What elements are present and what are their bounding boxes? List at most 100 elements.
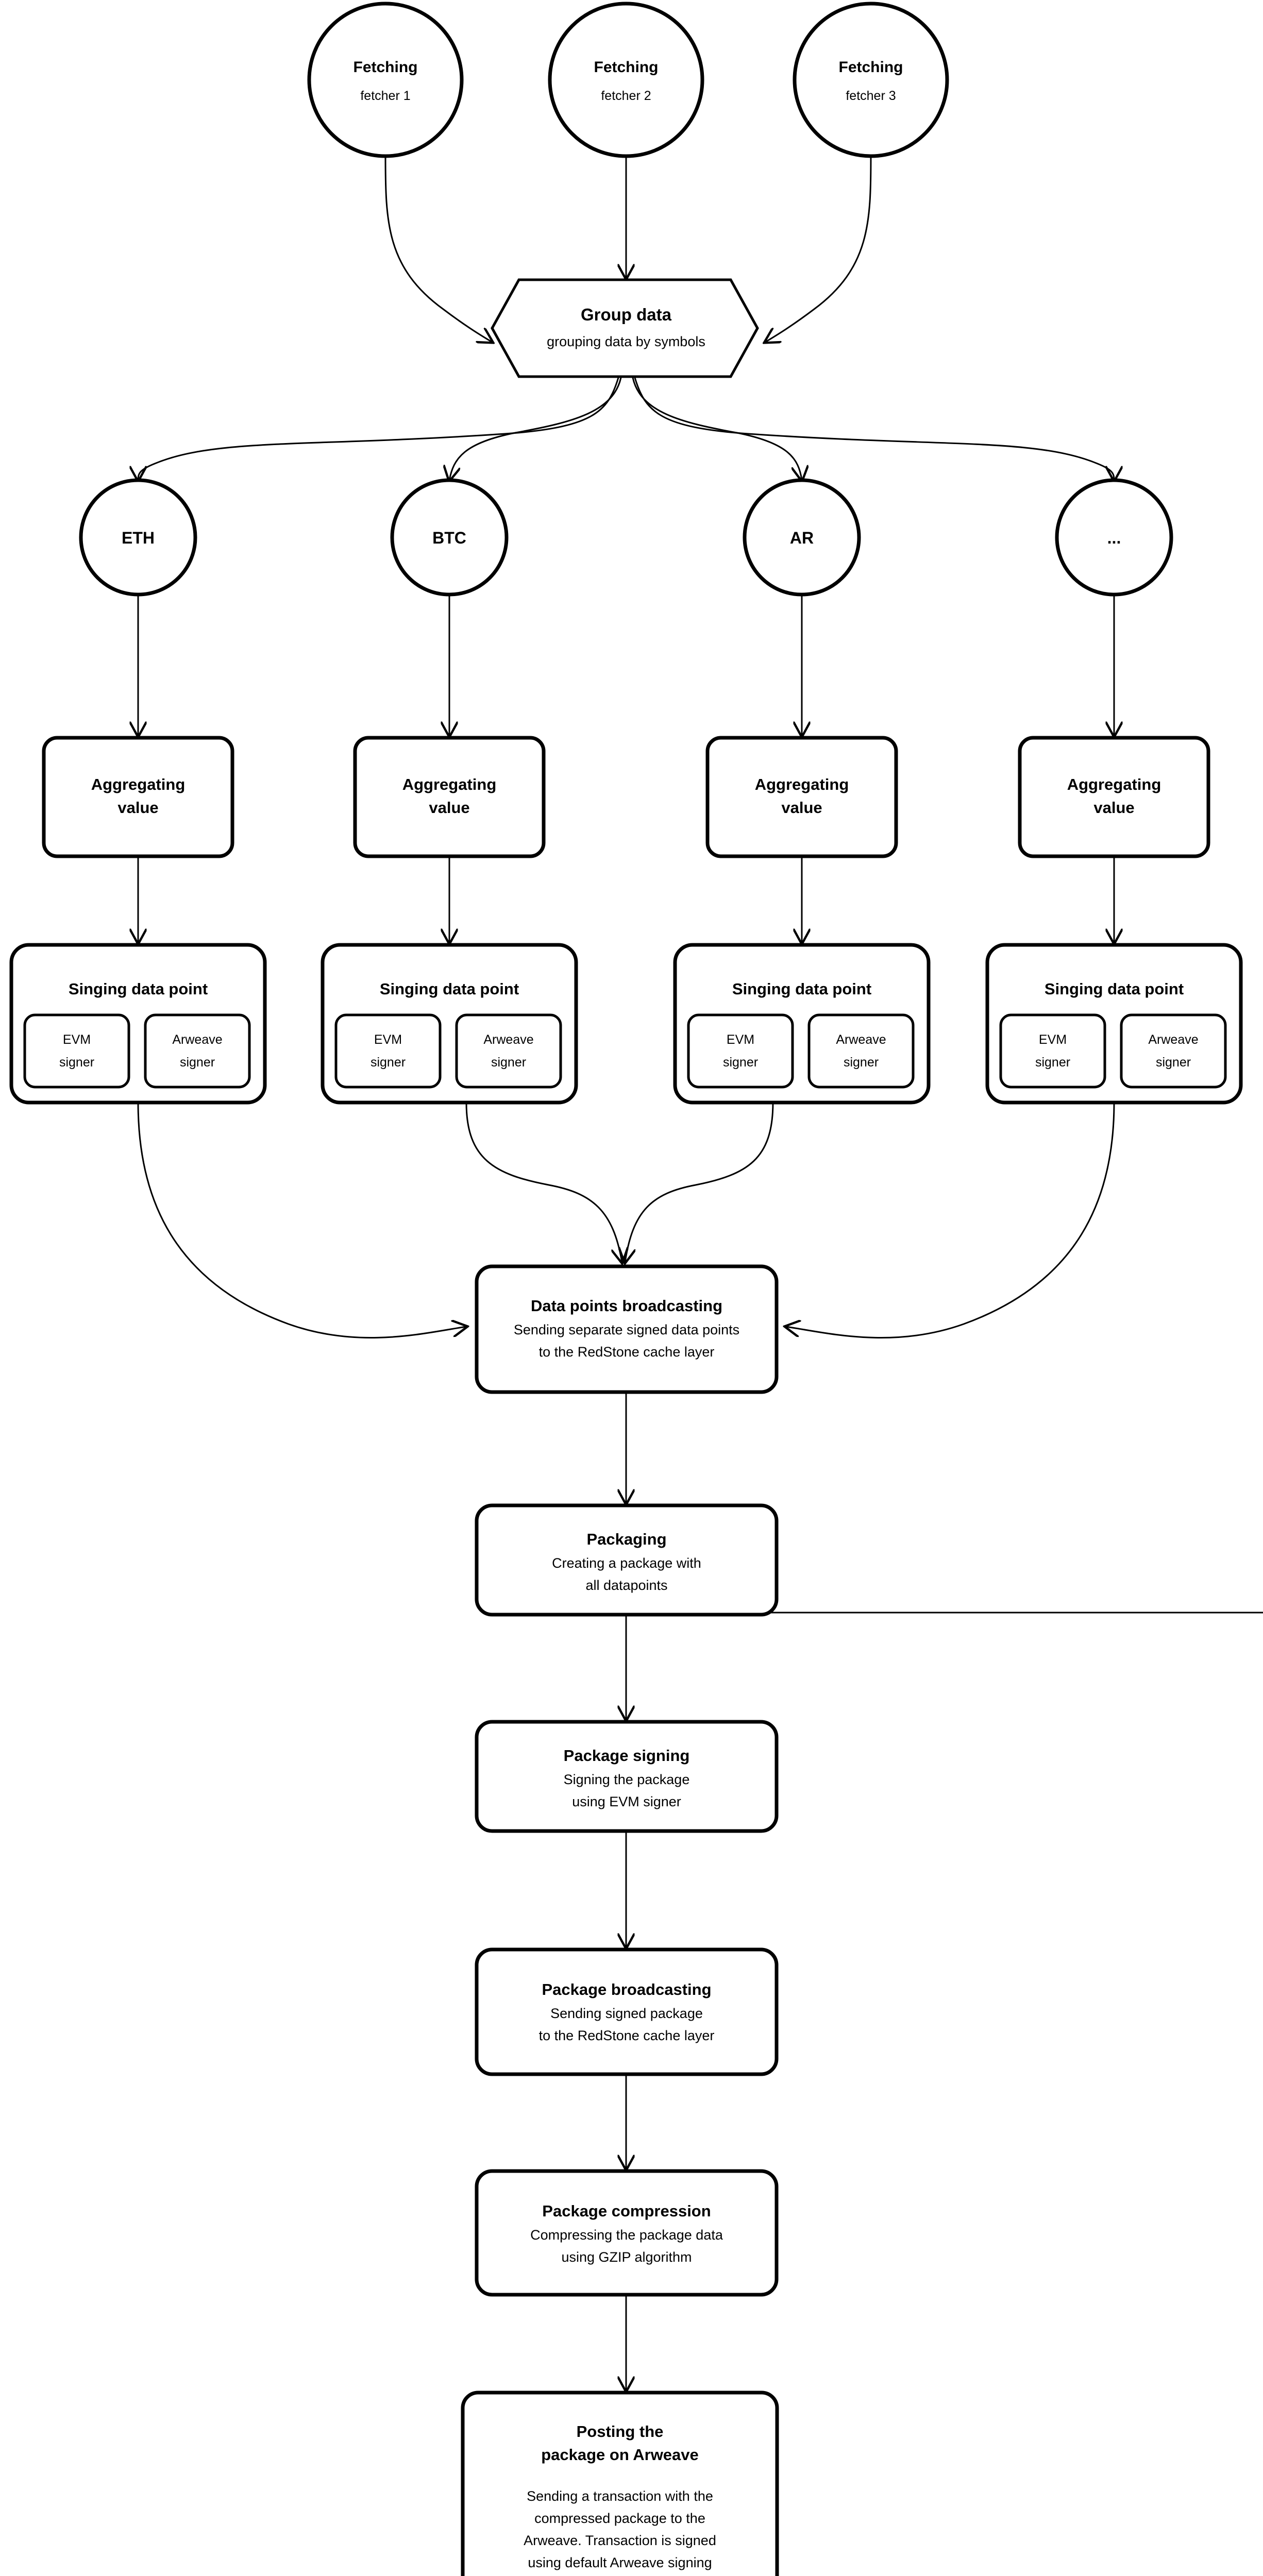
node-fetcher-3[interactable]: Fetching fetcher 3 — [793, 2, 949, 158]
signer-arweave-2-line2: signer — [491, 1055, 526, 1070]
node-package-compression[interactable]: Package compression Compressing the pack… — [475, 2169, 779, 2297]
node-package-broadcasting[interactable]: Package broadcasting Sending signed pack… — [475, 1947, 779, 2076]
node-fetcher-2[interactable]: Fetching fetcher 2 — [548, 2, 704, 158]
signing-1-title: Singing data point — [69, 980, 208, 998]
aggregating-3-line1: Aggregating — [755, 775, 849, 793]
package-compression-title: Package compression — [542, 2202, 711, 2220]
signing-3-title: Singing data point — [732, 980, 871, 998]
node-posting-package-arweave[interactable]: Posting the package on Arweave Sending a… — [461, 2391, 779, 2576]
fetcher-1-subtitle: fetcher 1 — [360, 89, 410, 103]
edge-signing1-broadcast — [137, 1102, 466, 1338]
data-points-broadcasting-subtitle-2: to the RedStone cache layer — [539, 1344, 715, 1360]
package-broadcasting-subtitle-2: to the RedStone cache layer — [539, 2028, 715, 2043]
signer-evm-4-line2: signer — [1035, 1055, 1070, 1070]
node-aggregating-3[interactable]: Aggregating value — [705, 736, 898, 858]
signer-evm-3-line2: signer — [723, 1055, 758, 1070]
packaging-subtitle-1: Creating a package with — [552, 1555, 701, 1571]
node-symbol-ar[interactable]: AR — [743, 478, 861, 597]
signer-evm-4-line1: EVM — [1039, 1032, 1067, 1047]
fetcher-2-subtitle: fetcher 2 — [601, 89, 651, 103]
edge-group-ar — [632, 377, 802, 480]
symbol-ar-label: AR — [790, 529, 814, 547]
signer-arweave-3-line1: Arweave — [836, 1032, 886, 1047]
symbol-btc-label: BTC — [432, 529, 466, 547]
packaging-title: Packaging — [586, 1530, 666, 1548]
edges-fetchers-to-group — [384, 156, 872, 342]
edge-group-other — [634, 377, 1114, 480]
edges-group-to-symbols — [138, 377, 1114, 480]
signer-evm-4[interactable]: EVM signer — [999, 1013, 1106, 1089]
edges-signing-to-broadcast — [137, 1102, 1115, 1338]
data-points-broadcasting-subtitle-1: Sending separate signed data points — [514, 1322, 739, 1337]
posting-subtitle-3: Arweave. Transaction is signed — [524, 2533, 716, 2548]
node-aggregating-1[interactable]: Aggregating value — [42, 736, 234, 858]
fetcher-1-title: Fetching — [353, 59, 418, 76]
signing-2-title: Singing data point — [380, 980, 519, 998]
posting-title-line-2: package on Arweave — [541, 2446, 699, 2464]
signer-evm-2-line2: signer — [371, 1055, 406, 1070]
edge-signing3-broadcast — [625, 1102, 774, 1262]
symbol-other-label: ... — [1107, 529, 1121, 547]
package-broadcasting-subtitle-1: Sending signed package — [550, 2006, 703, 2021]
node-data-points-broadcasting[interactable]: Data points broadcasting Sending separat… — [475, 1264, 779, 1394]
group-data-subtitle: grouping data by symbols — [547, 334, 705, 349]
signer-arweave-4-line1: Arweave — [1148, 1032, 1198, 1047]
node-symbol-btc[interactable]: BTC — [390, 478, 509, 597]
node-signing-2[interactable]: Singing data point EVM signer Arweave si… — [321, 943, 578, 1105]
package-signing-subtitle-2: using EVM signer — [572, 1794, 681, 1809]
signer-arweave-3[interactable]: Arweave signer — [807, 1013, 915, 1089]
signer-evm-2-line1: EVM — [374, 1032, 402, 1047]
posting-subtitle-1: Sending a transaction with the — [527, 2488, 713, 2504]
posting-title-line-1: Posting the — [577, 2422, 664, 2441]
signer-arweave-1-line2: signer — [180, 1055, 215, 1070]
edges-columns — [138, 594, 1114, 943]
fetcher-3-subtitle: fetcher 3 — [846, 89, 896, 103]
package-signing-title: Package signing — [564, 1747, 690, 1765]
data-points-broadcasting-title: Data points broadcasting — [531, 1297, 722, 1315]
signer-evm-3-line1: EVM — [727, 1032, 754, 1047]
posting-subtitle-2: compressed package to the — [534, 2511, 705, 2526]
signer-evm-1[interactable]: EVM signer — [23, 1013, 130, 1089]
node-signing-4[interactable]: Singing data point EVM signer Arweave si… — [985, 943, 1243, 1105]
signer-arweave-1[interactable]: Arweave signer — [144, 1013, 251, 1089]
signer-evm-2[interactable]: EVM signer — [334, 1013, 442, 1089]
node-symbol-eth[interactable]: ETH — [79, 478, 197, 597]
signer-arweave-2-line1: Arweave — [483, 1032, 533, 1047]
node-packaging[interactable]: Packaging Creating a package with all da… — [475, 1503, 779, 1617]
package-signing-subtitle-1: Signing the package — [564, 1772, 690, 1787]
aggregating-3-line2: value — [781, 799, 822, 817]
signer-arweave-1-line1: Arweave — [172, 1032, 222, 1047]
signing-4-title: Singing data point — [1045, 980, 1184, 998]
node-aggregating-2[interactable]: Aggregating value — [353, 736, 546, 858]
node-package-signing[interactable]: Package signing Signing the package usin… — [475, 1720, 779, 1833]
node-aggregating-4[interactable]: Aggregating value — [1018, 736, 1210, 858]
signer-evm-3[interactable]: EVM signer — [687, 1013, 794, 1089]
aggregating-4-line2: value — [1093, 799, 1134, 817]
edge-group-eth — [138, 377, 619, 480]
signer-arweave-4-line2: signer — [1156, 1055, 1191, 1070]
packaging-subtitle-2: all datapoints — [585, 1578, 667, 1593]
package-compression-subtitle-2: using GZIP algorithm — [561, 2249, 692, 2265]
node-signing-1[interactable]: Singing data point EVM signer Arweave si… — [9, 943, 267, 1105]
aggregating-2-line2: value — [429, 799, 469, 817]
edge-signing4-broadcast — [786, 1102, 1115, 1338]
edge-fetcher3-group — [765, 156, 872, 342]
edge-signing2-broadcast — [465, 1102, 622, 1262]
edges-pipeline — [626, 1391, 1263, 2391]
aggregating-4-line1: Aggregating — [1067, 775, 1161, 793]
signer-evm-1-line2: signer — [59, 1055, 94, 1070]
node-fetcher-1[interactable]: Fetching fetcher 1 — [307, 2, 464, 158]
group-data-title: Group data — [581, 305, 672, 324]
aggregating-1-line1: Aggregating — [91, 775, 186, 793]
signer-arweave-4[interactable]: Arweave signer — [1120, 1013, 1227, 1089]
node-group-data[interactable]: Group data grouping data by symbols — [491, 278, 759, 378]
package-broadcasting-title: Package broadcasting — [542, 1980, 711, 1998]
signer-arweave-2[interactable]: Arweave signer — [455, 1013, 562, 1089]
node-signing-3[interactable]: Singing data point EVM signer Arweave si… — [673, 943, 931, 1105]
node-symbol-other[interactable]: ... — [1055, 478, 1173, 597]
fetcher-2-title: Fetching — [594, 59, 659, 76]
edge-fetcher1-group — [384, 156, 492, 342]
signer-arweave-3-line2: signer — [844, 1055, 879, 1070]
